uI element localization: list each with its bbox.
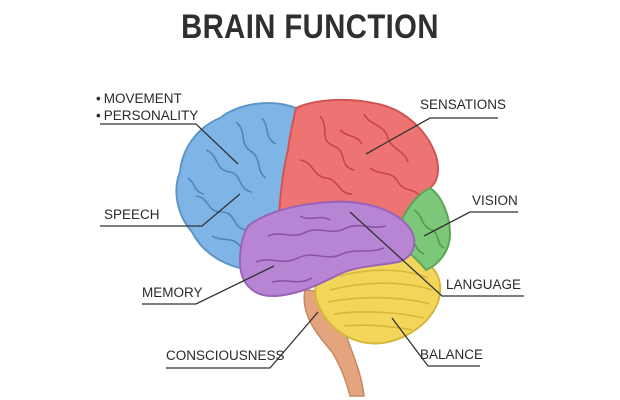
leader-line-vision	[423, 211, 518, 237]
leader-line-language	[349, 211, 524, 297]
temporal-lobe	[238, 200, 416, 298]
label-memory: MEMORY	[142, 285, 203, 300]
label-vision: VISION	[472, 193, 518, 208]
label-personality: PERSONALITY	[96, 108, 199, 124]
leader-line-consciousness	[166, 311, 319, 369]
label-language: LANGUAGE	[446, 277, 522, 292]
cerebellum-folds	[327, 269, 433, 331]
leader-line-balance	[391, 317, 480, 367]
diagram-title: BRAIN FUNCTION	[181, 8, 439, 46]
label-balance: BALANCE	[420, 347, 484, 362]
leader-lines	[100, 117, 524, 369]
leader-line-memory	[142, 265, 275, 305]
parietal-lobe-folds	[299, 113, 421, 197]
label-sensations: SENSATIONS	[420, 97, 507, 112]
label-speech: SPEECH	[104, 207, 160, 222]
label-movement: MOVEMENT	[96, 91, 182, 107]
label-consciousness: CONSCIOUSNESS	[166, 348, 285, 363]
frontal-lobe-folds	[187, 117, 277, 250]
leader-line-sensations	[365, 117, 498, 155]
leader-line-movement	[100, 123, 239, 165]
leader-line-speech	[100, 193, 241, 227]
